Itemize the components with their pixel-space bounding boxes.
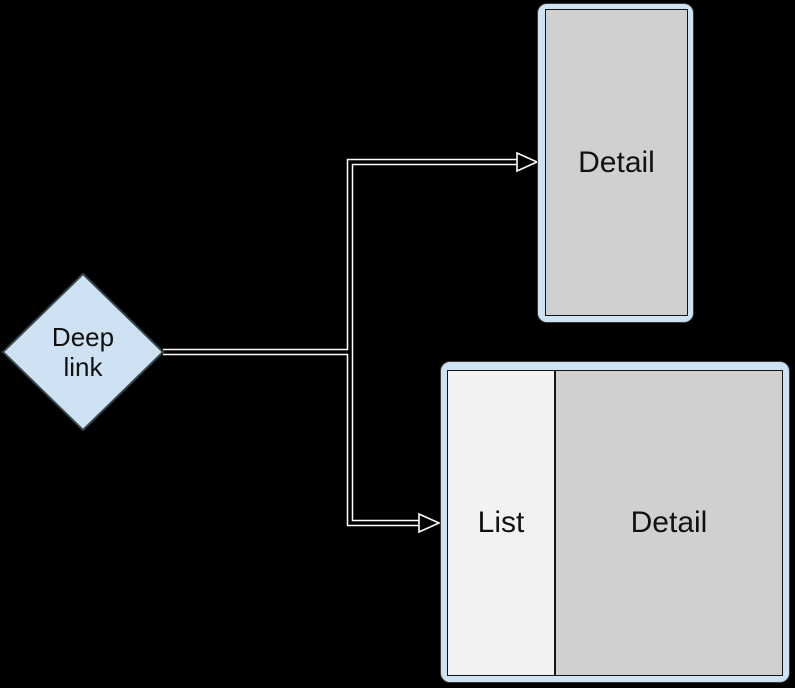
portrait-detail-label: Detail [578, 145, 655, 179]
list-pane: List [448, 371, 556, 675]
connector-branches-core [348, 160, 518, 525]
arrowhead-to-landscape-icon [418, 512, 441, 534]
landscape-screen-frame: List Detail [440, 361, 790, 683]
deep-link-diamond [1, 272, 165, 432]
landscape-screen-content: List Detail [447, 370, 783, 676]
deep-link-label: Deep link [51, 322, 115, 382]
deep-link-node: Deep link [3, 274, 163, 430]
list-pane-label: List [477, 506, 525, 539]
portrait-detail-pane: Detail [545, 9, 688, 316]
arrowhead-to-portrait-icon [516, 151, 539, 173]
portrait-screen-frame: Detail [537, 3, 694, 323]
detail-pane-label: Detail [630, 506, 708, 539]
detail-pane: Detail [556, 371, 782, 675]
